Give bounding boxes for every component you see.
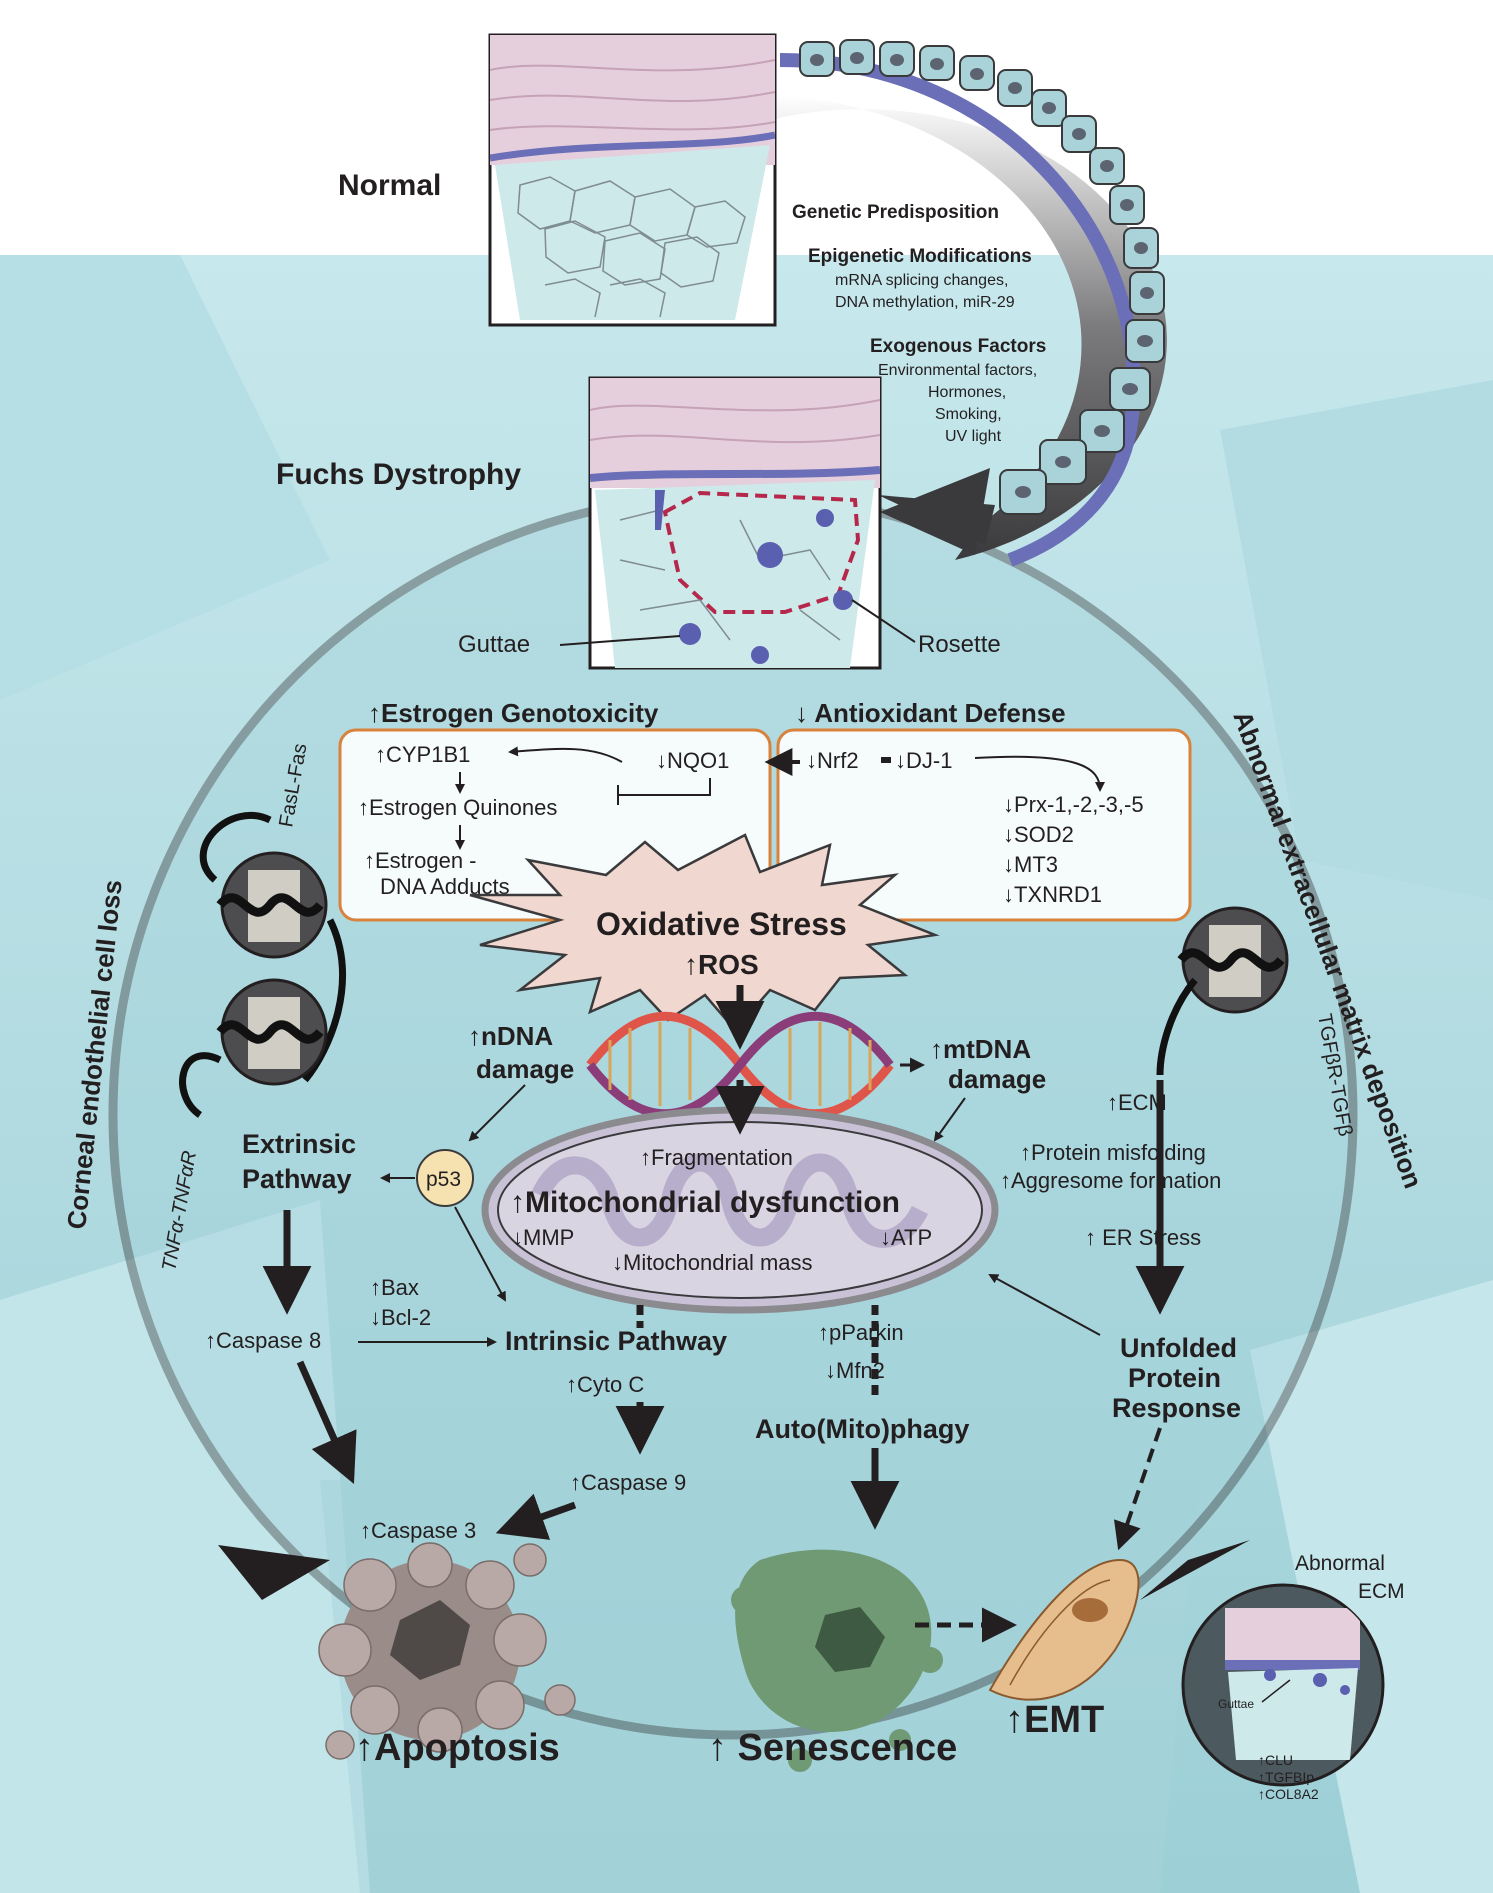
mfn2: ↓Mfn2 xyxy=(825,1358,885,1383)
aggresome: ↑Aggresome formation xyxy=(1000,1168,1221,1193)
epigenetic-line2: DNA methylation, miR-29 xyxy=(835,294,1015,311)
upr-line2: Protein xyxy=(1128,1363,1221,1393)
caspase9: ↑Caspase 9 xyxy=(570,1470,686,1495)
normal-label: Normal xyxy=(338,169,441,202)
mito-dysfunction-title: ↑Mitochondrial dysfunction xyxy=(510,1186,900,1219)
circle-arrowheads xyxy=(218,1540,1250,1600)
p53-label: p53 xyxy=(426,1168,461,1191)
apoptosis-outcome: ↑Apoptosis xyxy=(355,1727,560,1769)
mmp: ↓MMP xyxy=(512,1225,574,1250)
pparkin: ↑pParkin xyxy=(818,1320,904,1345)
guttae-spots xyxy=(655,490,853,664)
caspase8: ↑Caspase 8 xyxy=(205,1328,321,1353)
exogenous-line4: UV light xyxy=(945,428,1002,445)
emt-cell xyxy=(988,1558,1140,1701)
ros: ↑ROS xyxy=(684,949,759,980)
estrogen-title: ↑Estrogen Genotoxicity xyxy=(368,698,659,728)
estrogen-quinones: ↑Estrogen Quinones xyxy=(358,795,557,820)
abnormal-ecm-inset xyxy=(1181,1583,1385,1787)
caspase3: ↑Caspase 3 xyxy=(360,1518,476,1543)
dj1: ↓DJ-1 xyxy=(895,748,952,773)
upr-line1: Unfolded xyxy=(1120,1333,1237,1363)
fuchs-cornea-inset xyxy=(588,376,882,670)
epigenetic-title: Epigenetic Modifications xyxy=(808,246,1032,267)
dna-helix xyxy=(586,1011,894,1119)
txnrd1: ↓TXNRD1 xyxy=(1003,882,1102,907)
tgf-receptor xyxy=(1156,906,1289,1076)
cyp1b1: ↑CYP1B1 xyxy=(375,742,470,767)
guttae-label: Guttae xyxy=(458,631,530,658)
rosette-pointer xyxy=(851,599,916,643)
antioxidant-title: ↓ Antioxidant Defense xyxy=(795,698,1066,728)
oxidative-stress-title: Oxidative Stress xyxy=(596,906,847,942)
intrinsic-title: Intrinsic Pathway xyxy=(505,1326,727,1356)
estrogen-adducts-line1: ↑Estrogen - xyxy=(364,848,477,873)
mtdna-line2: damage xyxy=(948,1064,1046,1094)
rosette-outline xyxy=(662,490,861,614)
extrinsic-line2: Pathway xyxy=(242,1164,352,1194)
nqo1: ↓NQO1 xyxy=(656,748,729,773)
antioxidant-defense-box: ↓ Antioxidant Defense ↓Nrf2 ↓DJ-1 ↓Prx-1… xyxy=(764,698,1192,922)
progression-arc xyxy=(770,39,1167,567)
autophagy-title: Auto(Mito)phagy xyxy=(755,1414,969,1444)
central-arrows xyxy=(468,985,966,1142)
abnormal-ecm-clu: ↑CLU xyxy=(1258,1752,1293,1768)
genetic-predisposition: Genetic Predisposition xyxy=(792,202,999,223)
exogenous-line1: Environmental factors, xyxy=(878,362,1037,379)
normal-cornea-inset xyxy=(488,33,777,327)
upr-line3: Response xyxy=(1112,1393,1241,1423)
abnormal-ecm-line2: ECM xyxy=(1358,1580,1405,1603)
senescence-outcome: ↑ Senescence xyxy=(708,1727,957,1769)
abnormal-ecm-tgfbi: ↑TGFBIp xyxy=(1258,1769,1314,1785)
extrinsic-line1: Extrinsic xyxy=(242,1129,356,1159)
sod2: ↓SOD2 xyxy=(1003,822,1074,847)
abnormal-ecm-line1: Abnormal xyxy=(1295,1552,1385,1575)
fragmentation: ↑Fragmentation xyxy=(640,1145,793,1170)
er-stress: ↑ ER Stress xyxy=(1085,1225,1201,1250)
abnormal-ecm-guttae: Guttae xyxy=(1218,1697,1254,1711)
senescent-cell xyxy=(731,1549,943,1772)
exogenous-title: Exogenous Factors xyxy=(870,336,1046,357)
emt-outcome: ↑EMT xyxy=(1005,1699,1104,1741)
rosette-label: Rosette xyxy=(918,631,1001,658)
bcl2: ↓Bcl-2 xyxy=(370,1305,431,1330)
exogenous-line2: Hormones, xyxy=(928,384,1006,401)
oxidative-stress-burst: Oxidative Stress ↑ROS xyxy=(469,833,940,1032)
cell-nuclei xyxy=(810,52,1154,498)
large-progression-arrowhead xyxy=(880,468,990,555)
atp: ↓ATP xyxy=(880,1225,932,1250)
mito-mass: ↓Mitochondrial mass xyxy=(612,1250,813,1275)
ndna-line1: ↑nDNA xyxy=(468,1021,553,1051)
protein-misfolding: ↑Protein misfolding xyxy=(1020,1140,1206,1165)
exogenous-line3: Smoking, xyxy=(935,406,1002,423)
prx: ↓Prx-1,-2,-3,-5 xyxy=(1003,792,1144,817)
fas-receptor xyxy=(199,811,347,1083)
tnf-receptor xyxy=(179,978,328,1118)
epigenetic-line1: mRNA splicing changes, xyxy=(835,272,1008,289)
abnormal-ecm-col: ↑COL8A2 xyxy=(1258,1786,1319,1802)
mtdna-line1: ↑mtDNA xyxy=(930,1034,1031,1064)
mt3: ↓MT3 xyxy=(1003,852,1058,877)
fuchs-label: Fuchs Dystrophy xyxy=(276,458,521,491)
mitochondrion xyxy=(481,1106,999,1314)
nrf2: ↓Nrf2 xyxy=(806,748,859,773)
guttae-pointer xyxy=(559,635,681,646)
ndna-line2: damage xyxy=(476,1054,574,1084)
apoptotic-cell xyxy=(318,1542,576,1760)
cyto-c: ↑Cyto C xyxy=(566,1372,644,1397)
p53-node: p53 xyxy=(416,1149,474,1207)
risk-factors: Genetic Predisposition Epigenetic Modifi… xyxy=(792,202,1046,445)
bax: ↑Bax xyxy=(370,1275,419,1300)
